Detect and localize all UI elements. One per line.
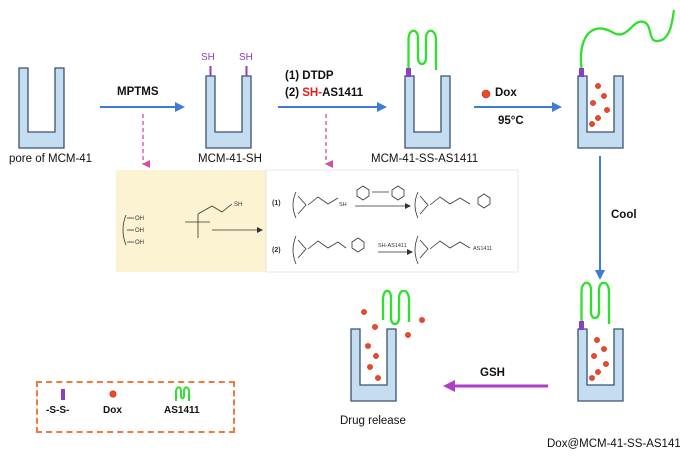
svg-text:OH: OH bbox=[135, 228, 144, 234]
legend-dox-icon bbox=[109, 390, 117, 398]
svg-text:SH: SH bbox=[339, 202, 347, 208]
step-1-reagent: DTDP bbox=[302, 70, 334, 82]
legend-aptamer-icon bbox=[175, 386, 190, 401]
step-2: (2) SH-AS1411 bbox=[285, 87, 363, 99]
svg-text:OH: OH bbox=[135, 240, 144, 246]
legend-label-aptamer: AS1411 bbox=[164, 405, 200, 416]
step-cool: Cool bbox=[611, 209, 637, 221]
thiol-label-left: SH bbox=[201, 52, 215, 63]
label-drug-release: Drug release bbox=[340, 415, 406, 427]
step-2-number: (2) bbox=[285, 87, 300, 99]
pore-dox-loaded bbox=[577, 9, 676, 149]
pore-thiolated bbox=[205, 66, 252, 149]
released-aptamer bbox=[381, 289, 411, 326]
step-1: (1) DTDP bbox=[285, 70, 334, 82]
step-dox: Dox bbox=[495, 87, 517, 99]
dox-molecules-released bbox=[361, 309, 425, 381]
dox-molecules-capped bbox=[589, 337, 609, 381]
label-dox-mcm41: Dox@MCM-41-SS-AS1411 bbox=[547, 438, 680, 450]
step-1-number: (1) bbox=[285, 70, 300, 82]
thiol-label-right: SH bbox=[239, 52, 253, 63]
dox-molecules-loaded bbox=[589, 83, 610, 127]
svg-text:(1): (1) bbox=[272, 200, 281, 207]
pore-dox-capped bbox=[577, 281, 624, 402]
svg-text:SH-AS1411: SH-AS1411 bbox=[378, 243, 407, 249]
pore-bare bbox=[18, 67, 65, 149]
pore-aptamer-capped bbox=[404, 29, 451, 149]
svg-text:(2): (2) bbox=[272, 247, 281, 254]
dtdp-text: (1) (2) SH SH-AS1411 AS1411 bbox=[272, 200, 492, 254]
step-mptms: MPTMS bbox=[117, 86, 159, 98]
dtdp-scheme bbox=[292, 185, 491, 265]
svg-text:SH: SH bbox=[234, 202, 242, 208]
label-mcm41-ss-as1411: MCM-41-SS-AS1411 bbox=[371, 153, 479, 165]
step-gsh: GSH bbox=[480, 367, 505, 379]
step-temperature: 95°C bbox=[498, 115, 524, 127]
pore-released bbox=[350, 328, 397, 402]
label-mcm41-sh: MCM-41-SH bbox=[198, 153, 262, 165]
legend-box bbox=[36, 381, 235, 433]
legend-label-dox: Dox bbox=[103, 405, 122, 416]
step-2-thiol: SH- bbox=[302, 87, 323, 99]
label-pore-mcm41: pore of MCM-41 bbox=[9, 153, 93, 165]
scheme-panel-2 bbox=[265, 169, 519, 273]
svg-text:OH: OH bbox=[135, 216, 144, 222]
legend-label-ss: -S-S- bbox=[46, 405, 70, 416]
step-2-aptamer: AS1411 bbox=[322, 87, 364, 99]
legend-linker-icon bbox=[61, 389, 65, 400]
svg-text:AS1411: AS1411 bbox=[473, 246, 492, 252]
dox-marker bbox=[481, 89, 491, 99]
